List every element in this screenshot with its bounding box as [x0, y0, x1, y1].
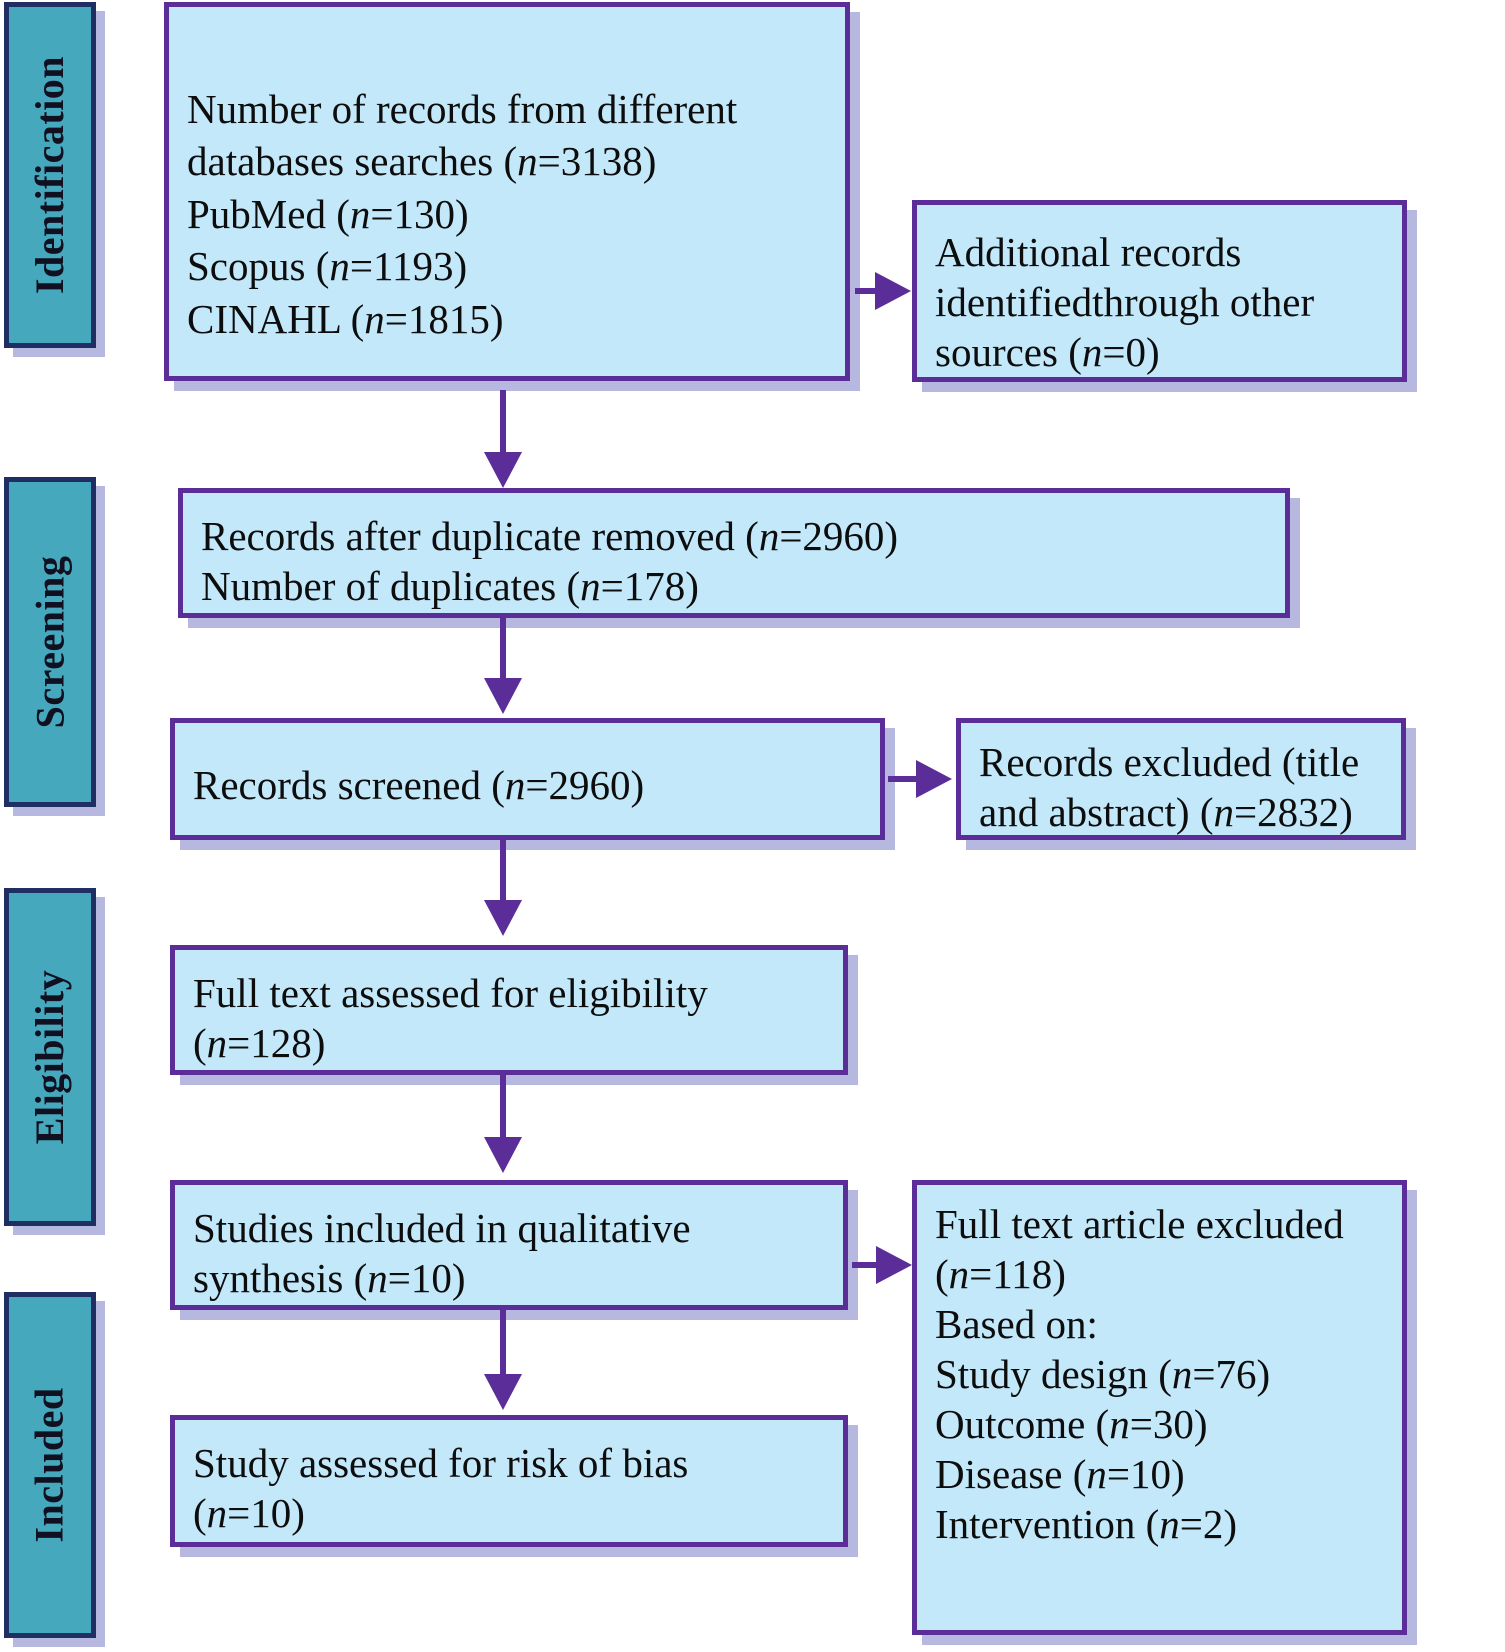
connector-screened-to-fulltext: [500, 840, 506, 908]
connector-screened-to-excluded: [888, 776, 920, 782]
arrow-screened-to-excluded: [916, 760, 952, 798]
box-full-text-excluded-text: Full text article excluded (n=118) Based…: [935, 1201, 1344, 1548]
box-full-text-assessed-text: Full text assessed for eligibility (n=12…: [193, 970, 708, 1067]
arrow-synthesis-to-excluded: [876, 1246, 912, 1284]
box-qualitative-synthesis-text: Studies included in qualitative synthesi…: [193, 1205, 691, 1302]
stage-tab-identification-label: Identification: [27, 55, 72, 295]
connector-duplicates-to-screened: [500, 618, 506, 684]
box-records-after-duplicates-text: Records after duplicate removed (n=2960)…: [201, 513, 899, 610]
connector-synthesis-to-riskofbias: [500, 1310, 506, 1382]
arrow-fulltext-to-synthesis: [484, 1137, 522, 1173]
box-records-excluded: Records excluded (title and abstract) (n…: [956, 718, 1406, 840]
connector-identified-to-duplicates: [500, 390, 506, 462]
arrow-duplicates-to-screened: [484, 678, 522, 714]
connector-fulltext-to-synthesis: [500, 1075, 506, 1145]
box-additional-records-text: Additional records identifiedthrough oth…: [935, 229, 1315, 376]
box-additional-records: Additional records identifiedthrough oth…: [912, 200, 1407, 382]
arrow-identified-to-duplicates: [484, 452, 522, 488]
arrow-synthesis-to-riskofbias: [484, 1374, 522, 1410]
arrow-identified-to-additional: [875, 272, 911, 310]
box-qualitative-synthesis: Studies included in qualitative synthesi…: [170, 1180, 848, 1310]
connector-synthesis-to-excluded: [852, 1262, 880, 1268]
box-full-text-excluded: Full text article excluded (n=118) Based…: [912, 1180, 1407, 1635]
box-risk-of-bias-text: Study assessed for risk of bias (n=10): [193, 1440, 689, 1537]
box-records-identified: Number of records from different databas…: [164, 2, 850, 381]
box-records-screened-text: Records screened (n=2960): [193, 762, 645, 808]
stage-tab-included: Included: [4, 1292, 96, 1638]
box-risk-of-bias: Study assessed for risk of bias (n=10): [170, 1415, 848, 1547]
box-records-after-duplicates: Records after duplicate removed (n=2960)…: [178, 488, 1290, 618]
box-records-identified-text: Number of records from different databas…: [187, 86, 738, 342]
connector-identified-to-additional: [855, 288, 879, 294]
stage-tab-eligibility-label: Eligibility: [27, 969, 72, 1145]
stage-tab-included-label: Included: [27, 1387, 73, 1543]
stage-tab-screening: Screening: [4, 477, 96, 807]
stage-tab-screening-label: Screening: [27, 555, 72, 729]
box-full-text-assessed: Full text assessed for eligibility (n=12…: [170, 945, 848, 1075]
stage-tab-eligibility: Eligibility: [4, 888, 96, 1226]
box-records-excluded-text: Records excluded (title and abstract) (n…: [979, 739, 1360, 836]
box-records-screened: Records screened (n=2960): [170, 718, 885, 840]
arrow-screened-to-fulltext: [484, 900, 522, 936]
stage-tab-identification: Identification: [4, 2, 96, 348]
